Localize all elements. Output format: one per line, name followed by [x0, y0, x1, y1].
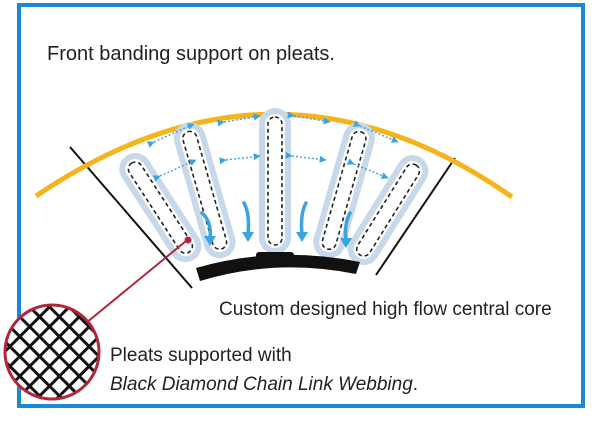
flow-arrow-icon: [242, 201, 251, 236]
webbing-name: Black Diamond Chain Link Webbing: [110, 374, 413, 395]
spacing-arrows: [146, 111, 399, 182]
core-label: Custom designed high flow central core: [219, 299, 552, 320]
spacing-arrow-icon: [285, 151, 327, 163]
pleats-support-label: Pleats supported with: [110, 345, 292, 366]
right-boundary-line: [375, 157, 456, 276]
pleat-1: [119, 153, 202, 263]
flow-arrow-icon: [200, 211, 213, 240]
pleat-3: [259, 108, 291, 254]
pleat-5: [347, 155, 429, 266]
webbing-label: Black Diamond Chain Link Webbing.: [110, 374, 418, 396]
flow-arrow-icon: [343, 211, 352, 242]
webbing-period: .: [412, 374, 419, 395]
diagram-frame: [17, 3, 585, 408]
flow-arrows: [200, 201, 352, 242]
mesh-webbing-icon: [3, 303, 101, 401]
spacing-arrow-icon: [152, 159, 197, 182]
core-hub: [256, 252, 294, 266]
callout-leader: [85, 240, 187, 324]
flow-arrow-icon: [299, 201, 308, 236]
spacing-arrow-icon: [219, 153, 261, 165]
front-banding-label: Front banding support on pleats.: [47, 43, 335, 65]
callout-dot: [184, 236, 192, 244]
spacing-arrow-icon: [146, 123, 195, 148]
flow-arrowheads: [204, 232, 352, 248]
left-boundary-line: [69, 146, 193, 289]
central-core: [196, 254, 360, 281]
spacing-arrow-icon: [352, 120, 399, 143]
